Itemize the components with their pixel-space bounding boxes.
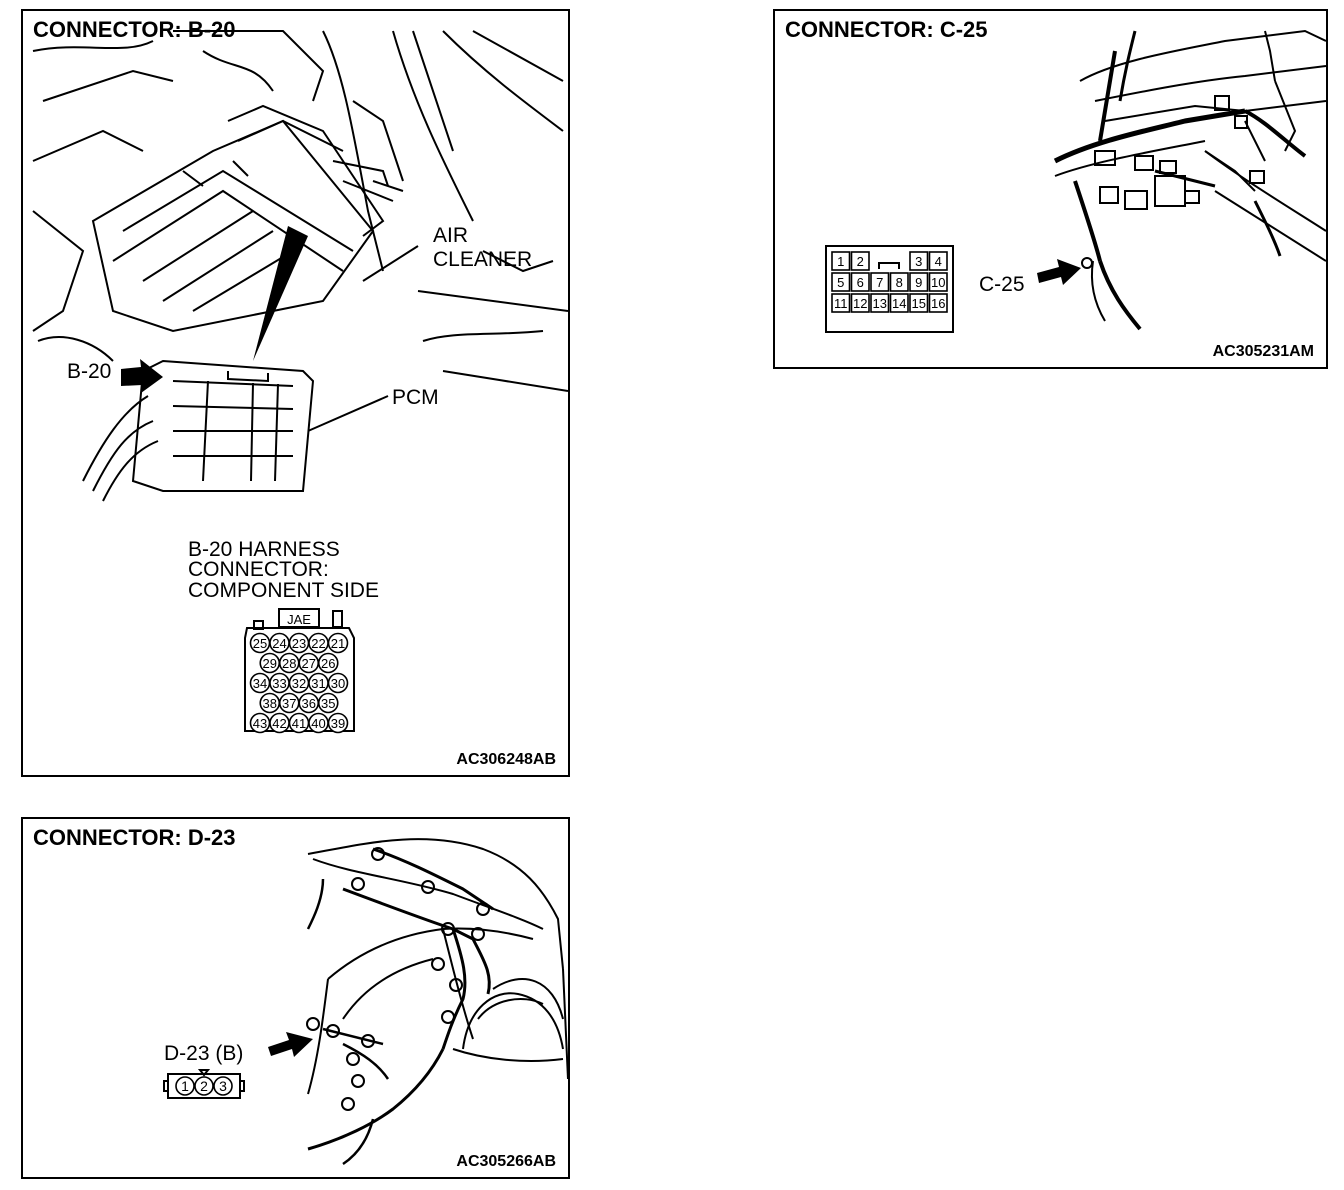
c25-pin-label: 2	[857, 254, 864, 269]
callout-air: AIR	[433, 224, 469, 247]
c25-pin	[909, 272, 929, 292]
c25-pin-label: 12	[853, 296, 867, 311]
c25-pin-label: 16	[931, 296, 945, 311]
callout-d23: D-23 (B)	[164, 1042, 244, 1065]
view-caption-line2: CONNECTOR:	[188, 558, 329, 581]
b20-pin-label: 36	[302, 696, 316, 711]
b20-pin-label: 28	[282, 656, 296, 671]
d23-pin-label: 2	[200, 1078, 208, 1094]
rear-body-harness-illustration	[163, 838, 568, 1166]
c25-pin-label: 15	[912, 296, 926, 311]
callout-cleaner: CLEANER	[433, 248, 533, 271]
d23-pin	[194, 1076, 214, 1096]
b20-pin-label: 40	[311, 716, 325, 731]
callout-c25: C-25	[979, 273, 1025, 296]
c25-pin-label: 10	[931, 275, 945, 290]
c25-pin	[850, 251, 870, 271]
c25-pin	[831, 293, 851, 313]
b20-pin-label: 21	[331, 636, 345, 651]
c25-pin	[909, 251, 929, 271]
b20-pin-label: 33	[272, 676, 286, 691]
b20-pin-label: 41	[292, 716, 306, 731]
b20-pin	[327, 672, 349, 694]
c25-pin	[831, 272, 851, 292]
c25-pin-label: 1	[837, 254, 844, 269]
dashboard-harness-illustration	[825, 29, 1326, 333]
b20-pin-label: 43	[253, 716, 267, 731]
c25-pin-label: 11	[834, 296, 848, 311]
b20-pin-label: 32	[292, 676, 306, 691]
b20-pin-label: 27	[302, 656, 316, 671]
figure-code: AC306248AB	[456, 751, 556, 768]
c25-pin-label: 3	[915, 254, 922, 269]
b20-pin	[317, 652, 339, 674]
b20-pin-label: 37	[282, 696, 296, 711]
figure-code: AC305231AM	[1212, 343, 1314, 360]
c25-pin	[831, 251, 851, 271]
c25-pin-label: 9	[915, 275, 922, 290]
panel-title: CONNECTOR: C-25	[785, 17, 988, 42]
c25-pin	[850, 272, 870, 292]
c25-pin-label: 6	[857, 275, 864, 290]
b20-pin-label: 42	[272, 716, 286, 731]
b20-pin-label: 39	[331, 716, 345, 731]
b20-pin	[327, 712, 349, 734]
callout-pcm: PCM	[392, 386, 439, 409]
c25-pin	[928, 272, 948, 292]
b20-pin-label: 26	[321, 656, 335, 671]
d23-pin-label: 1	[181, 1078, 189, 1094]
view-caption-line3: COMPONENT SIDE	[188, 579, 379, 602]
d23-pin-label: 3	[219, 1078, 227, 1094]
b20-pin-label: 23	[292, 636, 306, 651]
b20-pin-label: 24	[272, 636, 286, 651]
c25-pin	[889, 293, 909, 313]
panel-title: CONNECTOR: D-23	[33, 825, 236, 850]
c25-pin	[928, 293, 948, 313]
panel-connector-b20: JAE CONNECTOR: B-20 AIR CLEANER B-20 PCM…	[21, 9, 570, 777]
b20-pin	[327, 632, 349, 654]
b20-pin-label: 29	[263, 656, 277, 671]
view-caption-line1: B-20 HARNESS	[188, 538, 340, 561]
c25-pin	[870, 293, 890, 313]
b20-pin-label: 25	[253, 636, 267, 651]
b20-pin-label: 31	[311, 676, 325, 691]
callout-b20: B-20	[67, 360, 112, 383]
b20-pin-label: 38	[263, 696, 277, 711]
b20-pin-label: 30	[331, 676, 345, 691]
d23-pin	[213, 1076, 233, 1096]
c25-pin	[909, 293, 929, 313]
c25-pin-label: 7	[876, 275, 883, 290]
figure-code: AC305266AB	[456, 1153, 556, 1170]
b20-pin-label: 35	[321, 696, 335, 711]
b20-pin-label: 22	[311, 636, 325, 651]
c25-pin	[889, 272, 909, 292]
c25-pin-label: 5	[837, 275, 844, 290]
panel-title: CONNECTOR: B-20	[33, 17, 236, 42]
c25-pin-label: 14	[892, 296, 906, 311]
c25-pin	[928, 251, 948, 271]
b20-key-label: JAE	[287, 612, 311, 627]
d23-pin	[175, 1076, 195, 1096]
b20-pin	[317, 692, 339, 714]
c25-pin-label: 4	[935, 254, 942, 269]
c25-pin	[850, 293, 870, 313]
c25-pin-label: 13	[873, 296, 887, 311]
engine-bay-illustration: JAE	[32, 30, 568, 732]
c25-pin	[870, 272, 890, 292]
b20-pin-label: 34	[253, 676, 267, 691]
c25-pin-label: 8	[896, 275, 903, 290]
